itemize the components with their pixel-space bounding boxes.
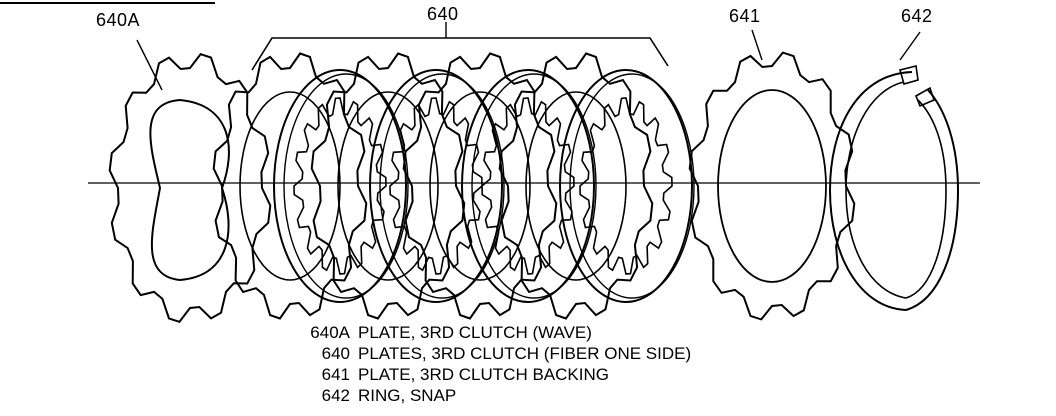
legend-code: 641 bbox=[321, 365, 350, 384]
wave-plate-inner-opening bbox=[149, 98, 230, 282]
snap-ring-end-upper bbox=[899, 65, 919, 85]
legend-text: PLATES, 3RD CLUTCH (FIBER ONE SIDE) bbox=[358, 344, 692, 363]
steel-plate-inner-edge bbox=[337, 91, 439, 281]
fiber-plate-inner-teeth bbox=[389, 97, 483, 275]
snap-ring-inner-edge bbox=[845, 81, 947, 299]
steel-plate-outline bbox=[498, 52, 654, 320]
fiber-plate-outer-edge bbox=[273, 69, 407, 303]
legend-code: 640A bbox=[310, 323, 350, 342]
fiber-plate-inner-teeth bbox=[293, 97, 387, 275]
legend-row-641: 641 PLATE, 3RD CLUTCH BACKING bbox=[288, 364, 808, 385]
callout-642: 642 bbox=[901, 6, 933, 26]
legend-row-640A: 640A PLATE, 3RD CLUTCH (WAVE) bbox=[288, 322, 808, 343]
legend-text: RING, SNAP bbox=[358, 386, 457, 405]
fiber-plate-outer-edge bbox=[461, 69, 595, 303]
legend-row-642: 642 RING, SNAP bbox=[288, 385, 808, 406]
snap-ring-end-lower bbox=[914, 86, 935, 108]
backing-plate-outline bbox=[688, 51, 856, 321]
backing-plate-inner-edge bbox=[717, 89, 827, 283]
steel-plate-inner-edge bbox=[525, 91, 627, 281]
fiber-plate-face-edge bbox=[569, 73, 695, 299]
callout-641: 641 bbox=[729, 6, 761, 26]
legend-code: 640 bbox=[321, 344, 350, 363]
snap-ring-outer-edge bbox=[828, 71, 960, 312]
legend-row-640: 640 PLATES, 3RD CLUTCH (FIBER ONE SIDE) bbox=[288, 343, 808, 364]
group-bracket-640 bbox=[251, 37, 669, 71]
fiber-plate-face-edge bbox=[471, 73, 597, 299]
steel-plate-inner-edge bbox=[239, 91, 341, 281]
fiber-plate-face-edge bbox=[379, 73, 505, 299]
leader-lines bbox=[136, 22, 921, 91]
steel-plate-inner-edge bbox=[429, 91, 531, 281]
legend-code: 642 bbox=[321, 386, 350, 405]
parts-legend: 640A PLATE, 3RD CLUTCH (WAVE) 640 PLATES… bbox=[288, 322, 808, 406]
fiber-plate-outer-edge bbox=[559, 69, 693, 303]
legend-text: PLATE, 3RD CLUTCH BACKING bbox=[358, 365, 609, 384]
fiber-plate-face-edge bbox=[283, 73, 409, 299]
fiber-plate-outer-edge bbox=[369, 69, 503, 303]
callout-640A: 640A bbox=[96, 10, 141, 30]
steel-plate-outline bbox=[212, 52, 368, 320]
legend-text: PLATE, 3RD CLUTCH (WAVE) bbox=[358, 323, 592, 342]
steel-plate-outline bbox=[310, 52, 466, 320]
callout-640: 640 bbox=[427, 4, 459, 24]
wave-plate-outline bbox=[108, 53, 272, 323]
fiber-plate-inner-teeth bbox=[579, 97, 673, 275]
steel-plate-outline bbox=[402, 52, 558, 320]
fiber-plate-inner-teeth bbox=[481, 97, 575, 275]
